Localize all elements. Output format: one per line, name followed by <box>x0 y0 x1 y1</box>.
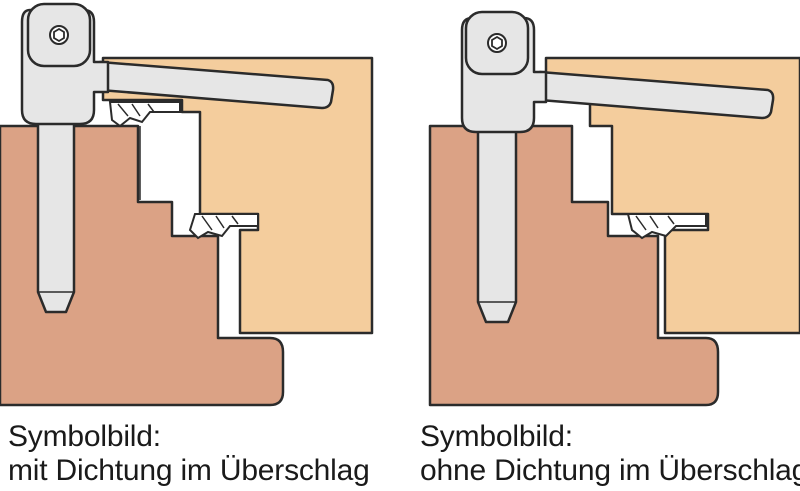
caption-title: Symbolbild: <box>420 420 573 453</box>
caption-subtitle: ohne Dichtung im Überschlag <box>420 454 800 487</box>
caption-without-gasket: Symbolbild: ohne Dichtung im Überschlag <box>420 420 800 488</box>
hinge-illustration-with-gasket <box>0 2 374 407</box>
hinge-arm <box>98 60 335 110</box>
lower-gasket <box>626 213 707 240</box>
caption-subtitle: mit Dichtung im Überschlag <box>8 454 370 487</box>
hinge-arm <box>538 70 775 120</box>
upper-gasket <box>108 101 181 128</box>
caption-title: Symbolbild: <box>8 420 161 453</box>
hinge-pin <box>476 126 518 324</box>
hinge-illustration-without-gasket <box>428 10 800 407</box>
caption-with-gasket: Symbolbild: mit Dichtung im Überschlag <box>8 420 370 488</box>
hex-socket-icon <box>487 33 507 53</box>
panel-with-gasket: Symbolbild: mit Dichtung im Überschlag <box>0 0 400 487</box>
panel-without-gasket: Symbolbild: ohne Dichtung im Überschlag <box>400 0 800 487</box>
hex-socket-icon <box>49 25 69 45</box>
lower-gasket <box>188 213 259 240</box>
